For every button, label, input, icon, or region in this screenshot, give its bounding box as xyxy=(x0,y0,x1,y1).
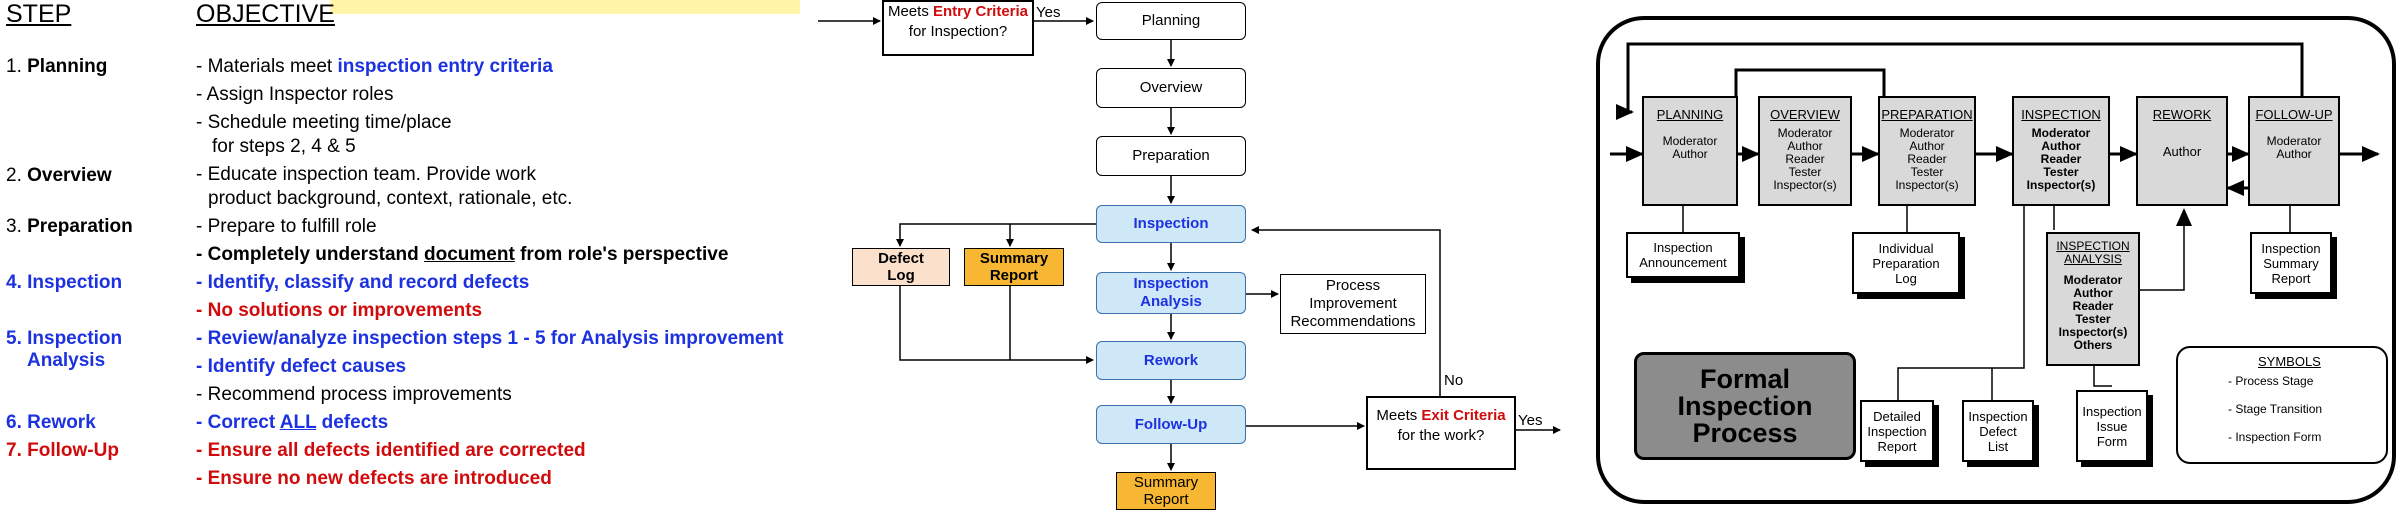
form-individual-preparation-log: Individual Preparation Log xyxy=(1852,232,1960,294)
step-6: 6. Rework xyxy=(6,412,96,433)
objective-7b: - Ensure no new defects are introduced xyxy=(196,468,552,489)
flow-rework: Rework xyxy=(1096,341,1246,380)
form-detailed-inspection-report: Detailed Inspection Report xyxy=(1860,400,1934,462)
objective-1b: - Assign Inspector roles xyxy=(196,84,394,105)
objective-6: - Correct ALL defects xyxy=(196,412,389,433)
symbol-inspection-form: - Inspection Form xyxy=(2228,430,2322,444)
form-inspection-issue-form: Inspection Issue Form xyxy=(2076,390,2148,462)
step-7: 7. Follow-Up xyxy=(6,440,119,461)
flow-overview: Overview xyxy=(1096,68,1246,108)
summary-report-left: Summary Report xyxy=(964,248,1064,286)
flow-preparation: Preparation xyxy=(1096,136,1246,176)
process-improvement: Process Improvement Recommendations xyxy=(1280,274,1426,334)
exit-yes-label: Yes xyxy=(1518,412,1543,429)
objective-3b: - Completely understand document from ro… xyxy=(196,244,729,265)
exit-no-label: No xyxy=(1444,372,1464,389)
formal-process-title: Formal Inspection Process xyxy=(1634,352,1856,460)
flow-inspection-analysis: Inspection Analysis xyxy=(1096,272,1246,314)
step-4: 4. Inspection xyxy=(6,272,123,293)
form-inspection-announcement: Inspection Announcement xyxy=(1626,232,1740,278)
summary-report-bottom: Summary Report xyxy=(1116,472,1216,510)
objective-1d: for steps 2, 4 & 5 xyxy=(212,136,356,157)
flow-planning: Planning xyxy=(1096,2,1246,40)
flow-follow-up: Follow-Up xyxy=(1096,405,1246,444)
objective-1a: - Materials meet inspection entry criter… xyxy=(196,56,553,77)
symbol-stage-transition: - Stage Transition xyxy=(2228,402,2323,416)
exit-criteria-decision: Meets Exit Criteria for the work? xyxy=(1366,396,1516,470)
symbol-process-stage: - Process Stage xyxy=(2228,374,2314,388)
objective-5a: - Review/analyze inspection steps 1 - 5 … xyxy=(196,328,784,349)
objective-2b: product background, context, rationale, … xyxy=(208,188,573,209)
entry-yes-label: Yes xyxy=(1036,4,1061,21)
step-2: 2. Overview xyxy=(6,165,112,186)
objective-3a: - Prepare to fulfill role xyxy=(196,216,377,237)
step-1: 1. Planning xyxy=(6,56,108,77)
objective-1c: - Schedule meeting time/place xyxy=(196,112,452,133)
symbols-legend: SYMBOLS - Process Stage - Stage Transiti… xyxy=(2176,346,2388,464)
form-inspection-summary-report: Inspection Summary Report xyxy=(2250,232,2332,294)
header-highlight xyxy=(330,0,800,14)
objective-5c: - Recommend process improvements xyxy=(196,384,512,405)
objective-2a: - Educate inspection team. Provide work xyxy=(196,164,537,185)
objective-4b: - No solutions or improvements xyxy=(196,300,483,321)
objective-4a: - Identify, classify and record defects xyxy=(196,272,530,293)
formal-process-frame xyxy=(1596,16,2396,504)
header-step: STEP xyxy=(6,0,72,28)
entry-criteria-decision: Meets Entry Criteria for Inspection? xyxy=(882,0,1034,56)
header-objective: OBJECTIVE xyxy=(196,0,335,28)
objective-5b: - Identify defect causes xyxy=(196,356,407,377)
stage-rework: REWORK Author xyxy=(2136,96,2228,206)
form-inspection-defect-list: Inspection Defect List xyxy=(1962,400,2034,462)
step-3: 3. Preparation xyxy=(6,216,133,237)
flow-inspection: Inspection xyxy=(1096,205,1246,243)
symbols-heading: SYMBOLS xyxy=(2258,354,2321,369)
defect-log: Defect Log xyxy=(852,248,950,286)
objective-7a: - Ensure all defects identified are corr… xyxy=(196,440,586,461)
